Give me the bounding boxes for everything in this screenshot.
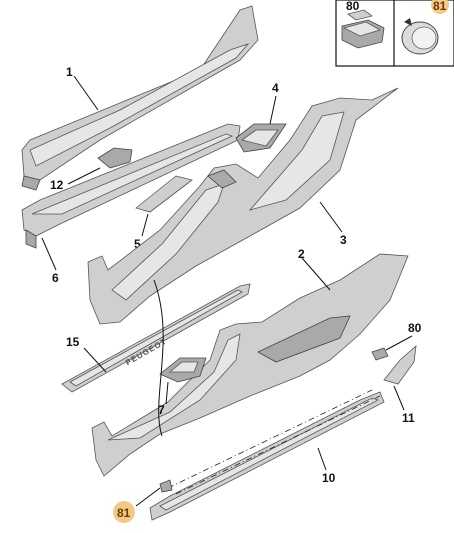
highlight-81-main: [113, 501, 135, 523]
part-7-bracket: 7: [158, 357, 207, 417]
callout-7: 7: [158, 403, 165, 417]
callout-2: 2: [298, 247, 305, 261]
part-5-gusset: 5: [134, 175, 193, 251]
part-12-bracket: 12: [50, 147, 133, 192]
part-15-sill-plate: PEUGEOT 15: [61, 283, 251, 393]
clip-80-illustration: [341, 9, 385, 49]
callout-10: 10: [322, 471, 336, 485]
callout-81-inset: 81: [433, 0, 447, 13]
callout-12: 12: [50, 178, 64, 192]
callout-4: 4: [272, 81, 279, 95]
callout-80-main: 80: [408, 321, 422, 335]
part-4-panel: 4: [235, 81, 287, 153]
callout-15: 15: [66, 335, 80, 349]
part-1-inner-rocker: 1: [21, 5, 259, 191]
callout-11: 11: [402, 411, 415, 425]
part-81-cap: 81: [113, 479, 173, 523]
callout-1: 1: [66, 65, 73, 79]
highlight-81-inset: [431, 0, 449, 14]
part-2-outer-side-panel: 2: [91, 247, 409, 477]
part-3-pillar-structure: 3: [87, 87, 399, 325]
callout-6: 6: [52, 271, 59, 285]
assembly-guide-lines: [153, 279, 164, 437]
part-10-sill-trim: 10: [149, 389, 385, 521]
callout-81-main: 81: [117, 506, 131, 520]
part-11-end-cap: 11: [383, 345, 417, 425]
callout-80-inset: 80: [346, 0, 360, 13]
part-80-clip: 80: [371, 321, 422, 361]
parts-inset-box: 80 81: [335, 0, 454, 67]
part-6-reinforcement: 6: [21, 123, 241, 285]
cap-81-illustration: [401, 18, 439, 55]
callout-3: 3: [340, 233, 347, 247]
callout-5: 5: [134, 237, 141, 251]
